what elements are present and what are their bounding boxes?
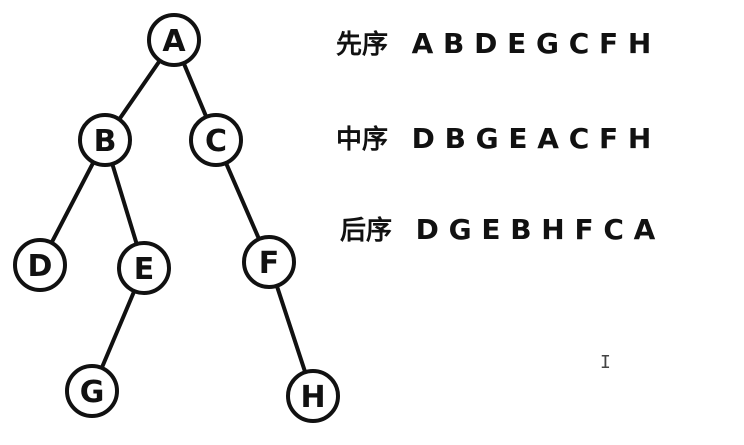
tree-node-H: H: [286, 369, 340, 423]
postorder-label: 后序: [340, 216, 393, 246]
edge-B-D: [49, 160, 96, 245]
node-circle: [286, 369, 340, 423]
tree-node-C: C: [189, 113, 243, 167]
node-label: C: [205, 124, 227, 159]
preorder-sequence: A B D E G C F H: [411, 27, 652, 60]
node-circle: [189, 113, 243, 167]
edge-C-F: [223, 160, 262, 242]
inorder-sequence: D B G E A C F H: [411, 122, 652, 155]
node-circle: [242, 235, 296, 289]
node-label: B: [94, 124, 117, 159]
node-label: F: [259, 246, 280, 281]
text-cursor-icon: I: [600, 352, 611, 373]
node-circle: [65, 364, 119, 418]
edge-E-G: [99, 289, 137, 370]
preorder-row: 先序 A B D E G C F H: [336, 24, 651, 61]
node-circle: [147, 13, 201, 67]
node-label: A: [162, 24, 186, 59]
inorder-row: 中序 D B G E A C F H: [336, 119, 651, 156]
tree-node-B: B: [78, 113, 132, 167]
postorder-sequence: D G E B H F C A: [415, 213, 656, 246]
tree-nodes: A B C D E F G H: [13, 13, 340, 423]
tree-edges: [49, 58, 308, 375]
tree-node-E: E: [117, 241, 171, 295]
node-label: E: [134, 252, 155, 287]
node-circle: [13, 238, 67, 292]
preorder-label: 先序: [336, 30, 389, 60]
node-label: G: [80, 375, 105, 410]
edge-F-H: [274, 283, 308, 375]
tree-node-A: A: [147, 13, 201, 67]
tree-node-G: G: [65, 364, 119, 418]
edge-A-B: [117, 58, 162, 122]
postorder-row: 后序 D G E B H F C A: [340, 210, 655, 247]
tree-node-F: F: [242, 235, 296, 289]
edge-A-C: [181, 61, 209, 119]
node-label: H: [300, 380, 325, 415]
node-circle: [78, 113, 132, 167]
node-label: D: [28, 249, 53, 284]
inorder-label: 中序: [336, 125, 389, 155]
tree-node-D: D: [13, 238, 67, 292]
edge-B-E: [110, 161, 139, 247]
node-circle: [117, 241, 171, 295]
